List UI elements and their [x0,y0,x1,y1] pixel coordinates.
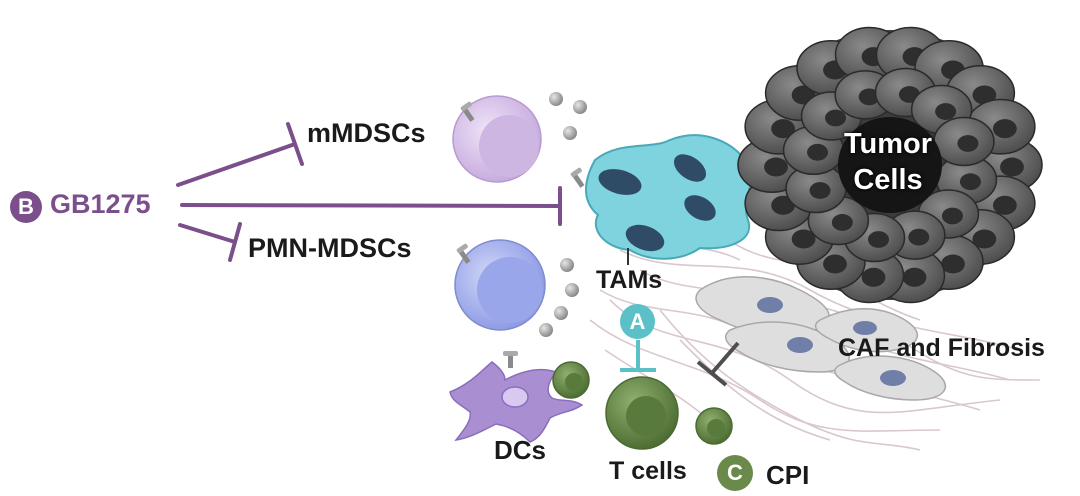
tumor-core [838,117,942,213]
tumor-cell-nucleus [941,207,963,225]
tumor-cell-nucleus [935,103,957,120]
tumor-cell-nucleus [791,229,816,249]
tumor-cell-nucleus [771,195,796,215]
therapy-a-badge: A [620,304,655,339]
tumor-cell-nucleus [764,157,788,177]
tumor-cells-mass [737,26,1043,304]
gb1275-inhibition-lines [176,122,562,262]
caf-cells [695,276,947,401]
tumor-cell-nucleus [941,254,965,274]
tumor-cell-nucleus [992,119,1017,139]
mmdsc-cell [452,92,587,183]
tumor-cell-nucleus [902,267,927,287]
cpi-label: CPI [766,460,810,490]
tumor-cell-nucleus [771,119,796,139]
tumor-cell-nucleus [1000,157,1024,177]
tumor-cell-nucleus [858,88,880,106]
inhibit-pmn-tbar [228,222,242,262]
tumor-cell-nucleus [861,267,886,287]
caf-inhibition [696,341,740,387]
tumor-cell-nucleus [957,135,979,152]
receptor-icon [456,243,471,264]
dcs-label: DCs [494,435,547,465]
drug-name-label: GB1275 [50,189,151,219]
dc-cell [449,351,590,443]
receptor-icon [503,351,518,368]
tumor-cell-nucleus [825,109,847,127]
caf-label: CAF and Fibrosis [838,334,1045,362]
drug-b-badge: B [10,191,42,223]
t-cells [605,376,733,450]
tumor-cells-label: Tumor Cells [828,126,948,198]
tumor-label-line2: Cells [853,164,923,196]
tumor-cell-nucleus [823,254,847,274]
tumor-cell-nucleus [972,85,997,105]
pmn-mdsc-label: PMN-MDSCs [248,233,412,263]
therapy-c-badge: C [717,455,753,491]
therapy-a-inhibition [620,340,656,372]
mmdsc-label: mMDSCs [307,118,426,148]
tumor-cell-nucleus [992,195,1017,215]
tumor-cell-nucleus [831,214,853,231]
tumor-cell-nucleus [868,231,890,248]
inhibit-mmdsc-line [176,142,297,187]
receptor-icon [460,101,475,122]
tams-label: TAMs [596,266,663,294]
receptor-icon [570,167,585,188]
inhibit-tam-line [180,203,562,208]
inhibit-pmn-line [178,223,237,244]
tumor-cell-nucleus [809,182,831,199]
inhibit-mmdsc-tbar [286,122,304,166]
tumor-cell-nucleus [959,173,981,191]
tams-cluster [570,134,752,265]
tcells-label: T cells [609,457,687,485]
tumor-label-line1: Tumor [843,128,933,160]
tumor-cell-nucleus [908,228,930,246]
pmn-mdsc-cell [454,239,579,337]
tumor-cell-nucleus [972,229,997,249]
tumor-cell-nucleus [807,143,829,161]
